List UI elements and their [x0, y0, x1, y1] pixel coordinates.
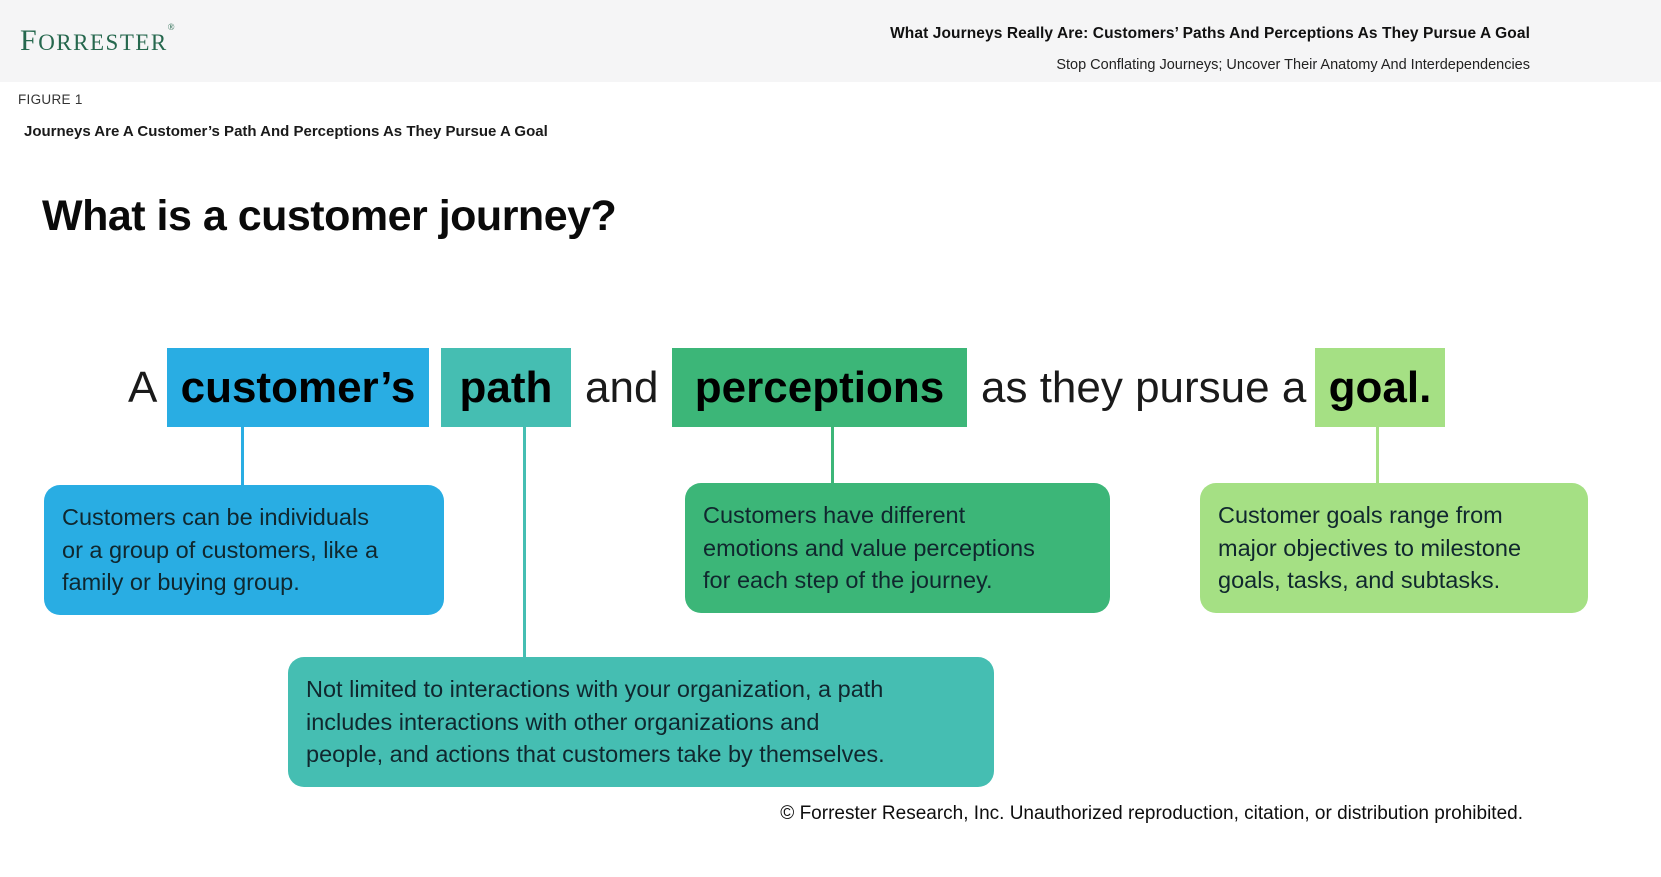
callout-goal: Customer goals range from major objectiv… — [1200, 483, 1588, 613]
callout-path-text: Not limited to interactions with your or… — [306, 676, 885, 768]
sentence-phrase-pursue: as they pursue a — [981, 362, 1307, 412]
copyright-notice: © Forrester Research, Inc. Unauthorized … — [780, 803, 1523, 824]
callout-customers: Customers can be individuals or a group … — [44, 485, 444, 615]
forrester-logo: FORRESTER® — [20, 22, 177, 58]
report-title: What Journeys Really Are: Customers’ Pat… — [890, 25, 1530, 42]
connector-line-path — [523, 427, 526, 657]
highlight-customers: customer’s — [167, 348, 429, 427]
highlight-perceptions: perceptions — [672, 348, 967, 427]
registered-trademark-mark: ® — [167, 22, 177, 32]
highlight-path: path — [441, 348, 571, 427]
sentence-word-and: and — [585, 362, 659, 412]
question-heading: What is a customer journey? — [42, 192, 617, 240]
callout-path: Not limited to interactions with your or… — [288, 657, 994, 787]
callout-perceptions-text: Customers have different emotions and va… — [703, 502, 1035, 594]
header-bar: FORRESTER® What Journeys Really Are: Cus… — [0, 0, 1661, 82]
callout-goal-text: Customer goals range from major objectiv… — [1218, 502, 1522, 594]
connector-line-perceptions — [831, 427, 834, 483]
figure-caption: Journeys Are A Customer’s Path And Perce… — [24, 123, 548, 140]
callout-perceptions: Customers have different emotions and va… — [685, 483, 1110, 613]
report-subtitle: Stop Conflating Journeys; Uncover Their … — [1056, 57, 1530, 73]
forrester-logo-text: FORRESTER — [20, 24, 168, 57]
sentence-word-a: A — [128, 362, 158, 412]
connector-line-customers — [241, 427, 244, 485]
header-title-block: What Journeys Really Are: Customers’ Pat… — [890, 25, 1530, 73]
figure-number-label: FIGURE 1 — [18, 92, 83, 107]
highlight-goal: goal. — [1315, 348, 1445, 427]
callout-customers-text: Customers can be individuals or a group … — [62, 504, 379, 596]
connector-line-goal — [1376, 427, 1379, 483]
